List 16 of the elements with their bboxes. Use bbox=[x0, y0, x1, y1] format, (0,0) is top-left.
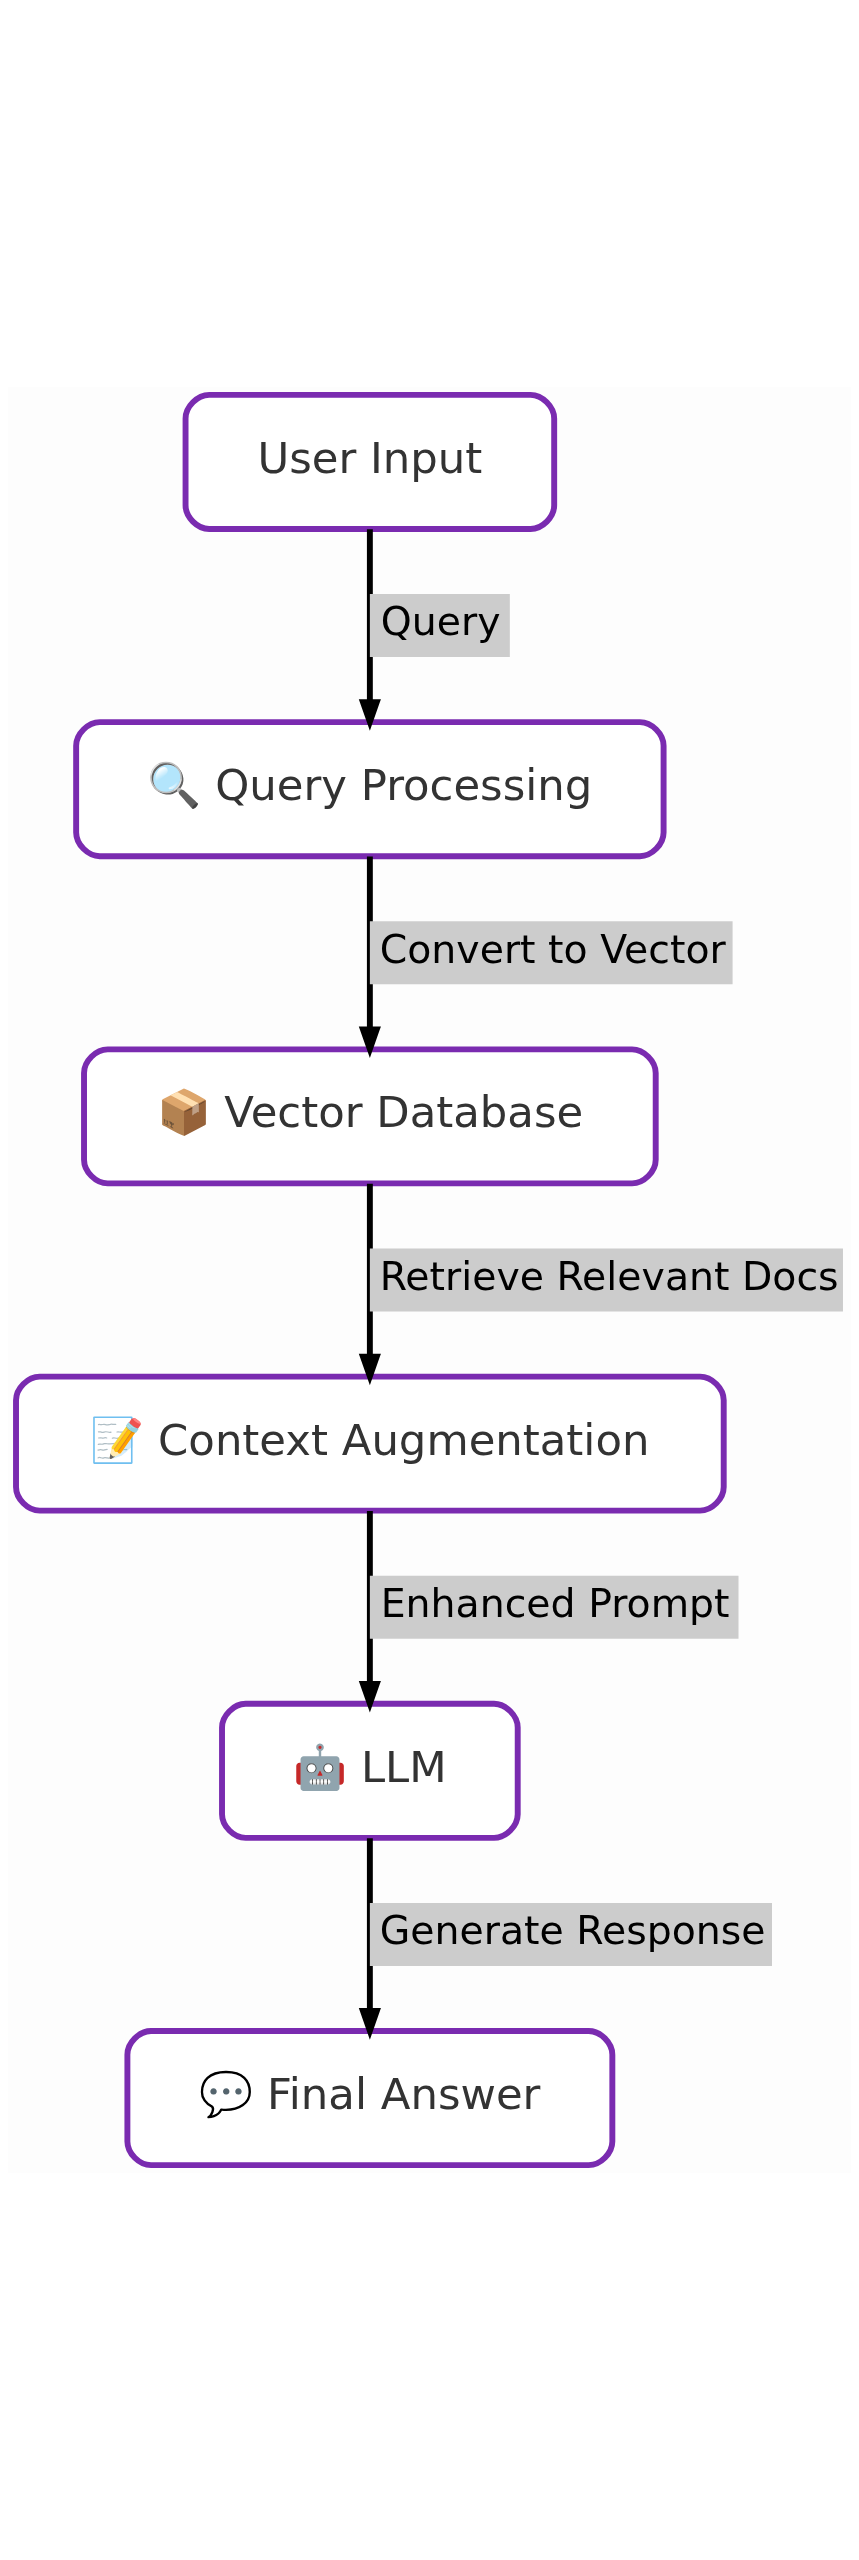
arrow bbox=[358, 1183, 381, 1386]
edge-label: Enhanced Prompt bbox=[380, 1580, 730, 1627]
arrow bbox=[358, 856, 381, 1059]
node-box: User Input bbox=[182, 391, 558, 532]
arrow bbox=[358, 529, 381, 731]
edge-label: Convert to Vector bbox=[379, 925, 726, 972]
node-box: 🤖 LLM bbox=[219, 1700, 521, 1841]
node-box: 📝 Context Augmentation bbox=[13, 1373, 727, 1514]
edge-label: Retrieve Relevant Docs bbox=[379, 1252, 839, 1299]
edge-label: Generate Response bbox=[379, 1907, 766, 1954]
node-box: 📦 Vector Database bbox=[81, 1046, 659, 1187]
node-box: 💬 Final Answer bbox=[124, 2028, 616, 2169]
arrow bbox=[358, 1511, 381, 1713]
arrow bbox=[358, 1838, 381, 2040]
node-box: 🔍 Query Processing bbox=[73, 719, 667, 860]
edge-label: Query bbox=[380, 598, 501, 645]
